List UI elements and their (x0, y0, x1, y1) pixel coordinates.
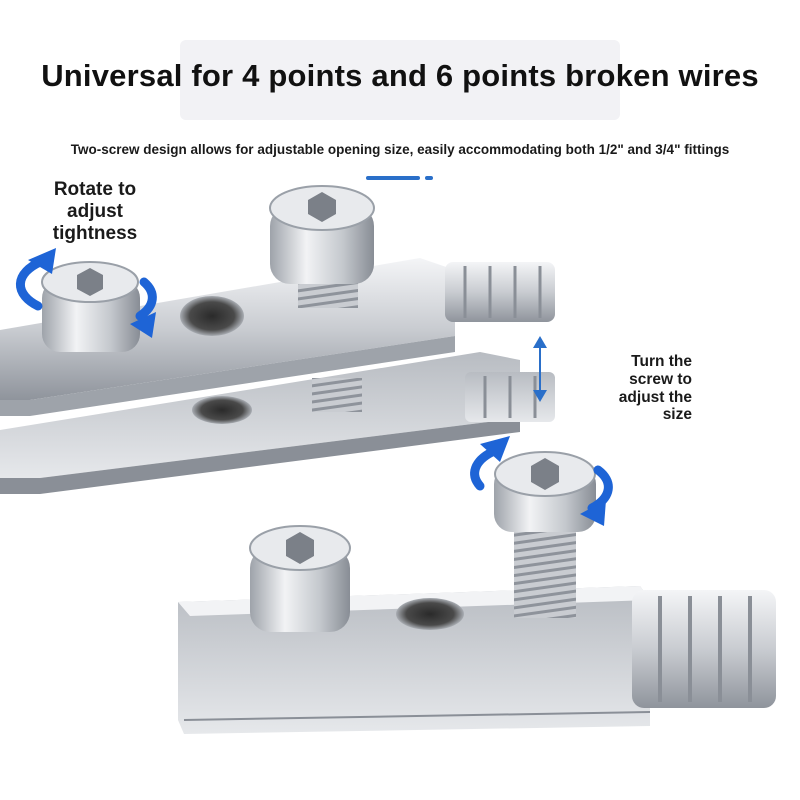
upper-wrench (0, 185, 555, 494)
threaded-bolt-upper (312, 378, 362, 412)
headline-background (180, 40, 620, 120)
callout-line: Rotate to (53, 179, 137, 200)
rotate-arrow-icon (15, 257, 157, 321)
rotate-arrow-head-left-2 (480, 436, 510, 462)
spline-head-lower (465, 372, 555, 422)
wrench-hole-lower (192, 396, 252, 424)
callout-line: screw to (629, 370, 692, 388)
rotate-arrow-head-right (130, 312, 156, 338)
callout-rotate-tightness: Rotate to adjust tightness (40, 179, 150, 245)
rotate-arrow-head-left (28, 248, 56, 274)
callout-line: adjust the (618, 388, 692, 406)
vertical-double-arrow-icon (533, 336, 547, 402)
spline-head-bottom (632, 590, 776, 708)
socket-screw-upper-right (269, 185, 375, 308)
callout-line: adjust (67, 200, 123, 222)
lower-wrench (178, 451, 776, 734)
wrench-hole-bottom (396, 598, 464, 630)
accent-bar-long (366, 176, 420, 180)
rotate-arrow-icon (470, 447, 613, 513)
callout-line: size (662, 406, 692, 424)
callout-turn-screw: Turn the screw to adjust the size (598, 353, 692, 424)
callout-line: tightness (52, 222, 138, 244)
socket-screw-upper-left (41, 261, 140, 352)
socket-screw-bottom-left (249, 525, 351, 632)
accent-bar-short (425, 176, 433, 180)
socket-screw-bottom-right (494, 451, 596, 618)
rotate-arrow-head-right-2 (580, 500, 606, 526)
subheadline: Two-screw design allows for adjustable o… (70, 142, 730, 157)
callout-line: Turn the (631, 353, 692, 370)
headline: Universal for 4 points and 6 points brok… (41, 58, 759, 93)
wrench-hole-upper (180, 296, 244, 336)
spline-head-upper (445, 262, 555, 322)
